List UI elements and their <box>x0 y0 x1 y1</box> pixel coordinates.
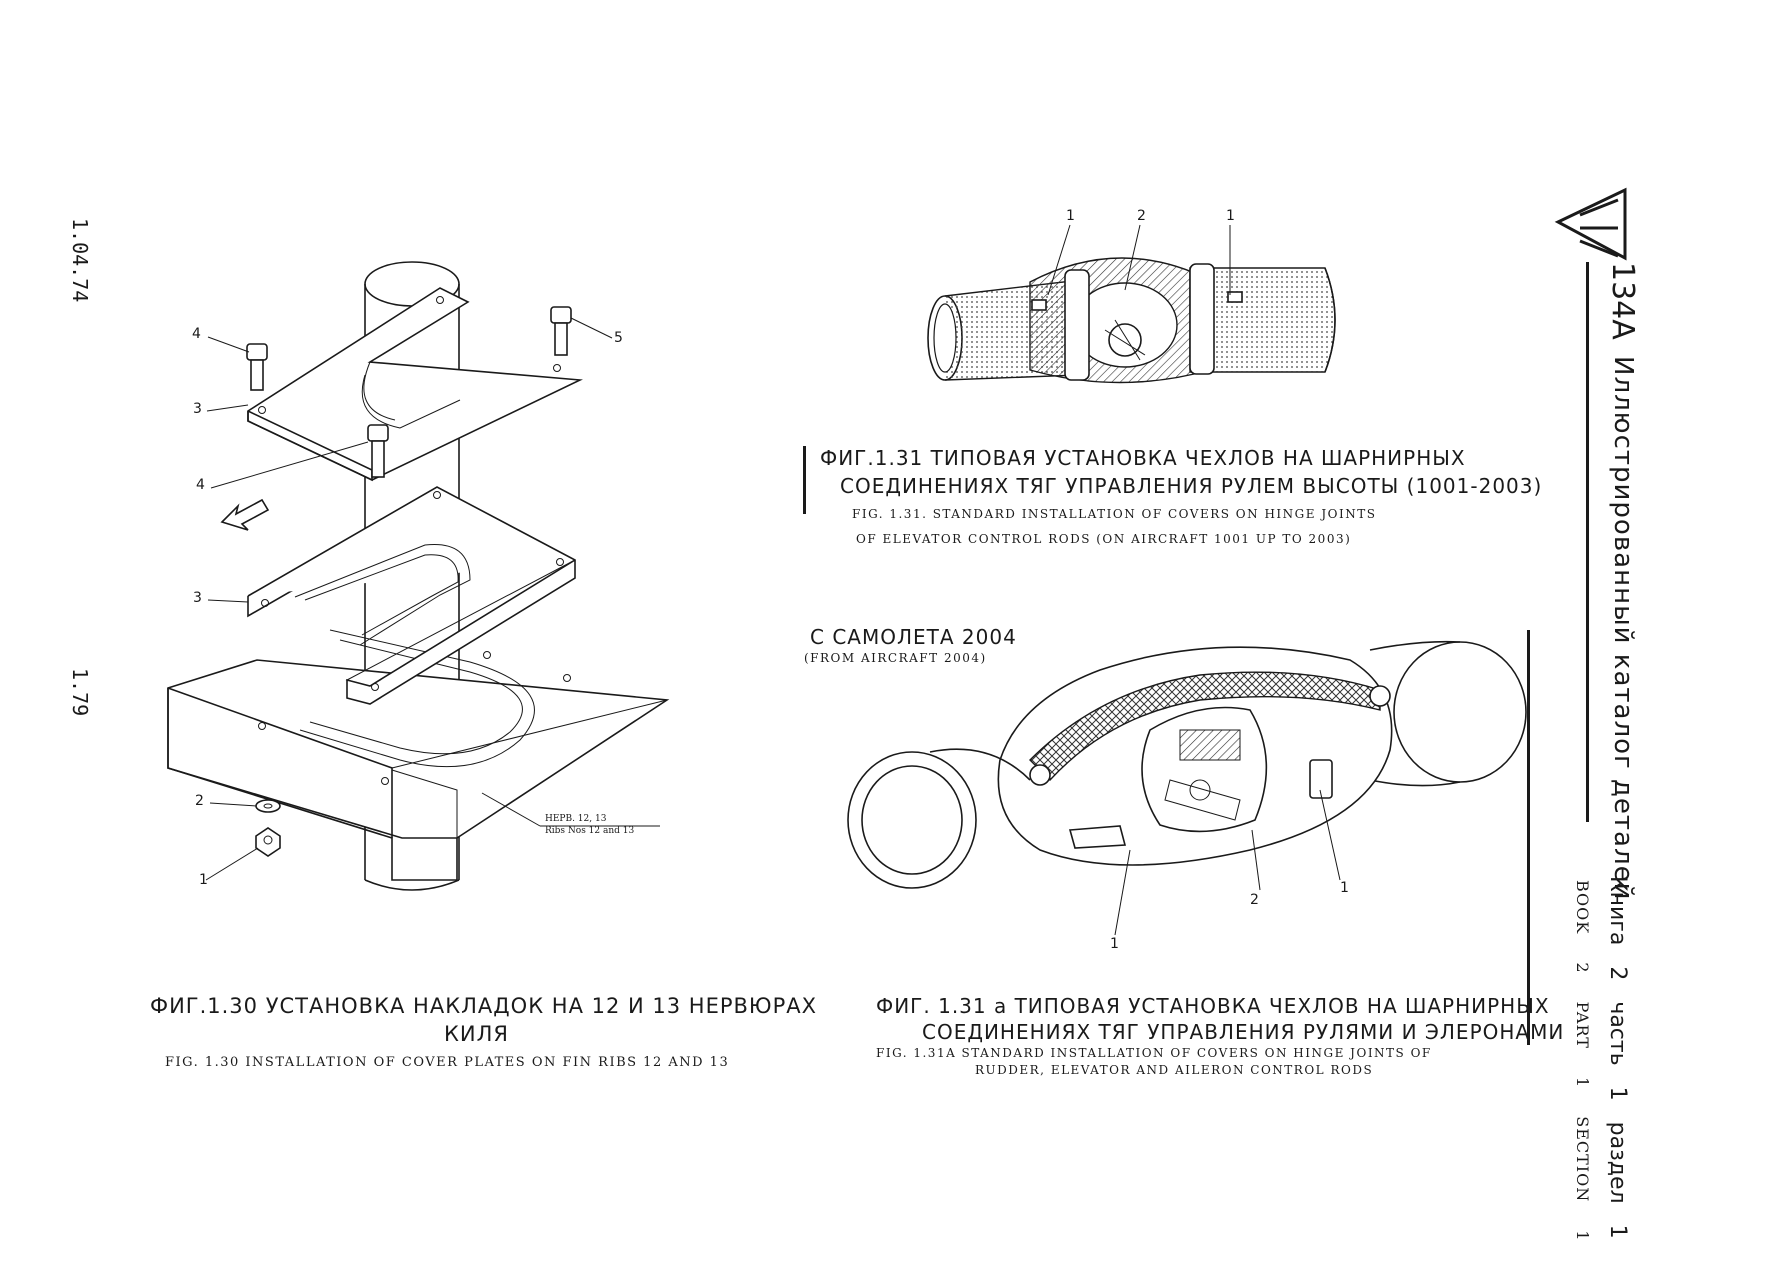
sidebar-book-en: BOOK 2 PART 1 SECTION 1 <box>1573 880 1592 1242</box>
fig130-callout-2: 2 <box>195 793 204 809</box>
sidebar-title-ru: Иллюстрированный каталог деталей <box>1608 356 1638 901</box>
fig131a-callout-1a: 1 <box>1340 880 1349 896</box>
fig131a-caption-ru-line1: ФИГ. 1.31 а ТИПОВАЯ УСТАНОВКА ЧЕХЛОВ НА … <box>876 994 1550 1018</box>
fig130-caption-ru-line2: КИЛЯ <box>444 1022 510 1046</box>
fig131a-caption-en-line1: FIG. 1.31a STANDARD INSTALLATION OF COVE… <box>876 1046 1432 1060</box>
sidebar-logo-text: 134A <box>1605 262 1640 340</box>
fig130-callout-3b: 3 <box>193 590 202 606</box>
fig130-caption-ru-line1: ФИГ.1.30 УСТАНОВКА НАКЛАДОК НА 12 И 13 Н… <box>150 994 818 1018</box>
fig131a-caption-en-line2: RUDDER, ELEVATOR AND AILERON CONTROL ROD… <box>975 1063 1374 1077</box>
revision-bar-fig131a <box>1527 630 1530 1045</box>
fig131-caption-en-line1: FIG. 1.31. STANDARD INSTALLATION OF COVE… <box>852 507 1377 521</box>
fig130-caption-en: FIG. 1.30 INSTALLATION OF COVER PLATES O… <box>165 1055 730 1070</box>
rudder-elevator-aileron-hinge-cover <box>847 640 1527 889</box>
fig130-callout-1: 1 <box>199 872 208 888</box>
fig131a-callout-1b: 1 <box>1110 936 1119 952</box>
bolt-4-center <box>367 424 389 478</box>
fig131a-header-ru: С САМОЛЕТА 2004 <box>810 625 1017 649</box>
fig131-caption-ru-line1: ФИГ.1.31 ТИПОВАЯ УСТАНОВКА ЧЕХЛОВ НА ШАР… <box>820 446 1466 470</box>
fig130-callout-5: 5 <box>614 330 623 346</box>
fig130-rib-note-ru: НЕРВ. 12, 13 <box>545 814 607 824</box>
fig130-callout-4b: 4 <box>196 477 205 493</box>
sidebar-book-ru: Книга 2 часть 1 раздел 1 <box>1605 876 1630 1239</box>
tu-logo-icon <box>1554 187 1627 261</box>
fig131-callout-1a: 1 <box>1066 208 1075 224</box>
washer <box>255 799 281 813</box>
revision-bar-fig131 <box>803 446 806 514</box>
bolt-5-right <box>550 306 572 356</box>
fin-rib-structure <box>167 629 670 881</box>
lower-cover-plate <box>247 486 577 705</box>
fig131a-header-en: (FROM AIRCRAFT 2004) <box>804 651 987 665</box>
fig130-rib-note-en: Ribs Nos 12 and 13 <box>545 826 635 836</box>
fig131a-callout-2: 2 <box>1250 892 1259 908</box>
bolt-4-left <box>246 343 268 391</box>
sidebar-divider <box>1586 262 1589 822</box>
nut <box>255 827 281 857</box>
fig131-caption-ru-line2: СОЕДИНЕНИЯХ ТЯГ УПРАВЛЕНИЯ РУЛЕМ ВЫСОТЫ … <box>840 474 1543 498</box>
fig131-callout-1b: 1 <box>1226 208 1235 224</box>
fig130-callout-4a: 4 <box>192 326 201 342</box>
forward-arrow-icon <box>220 498 270 531</box>
fig130-callout-3a: 3 <box>193 401 202 417</box>
fig131-callout-2: 2 <box>1137 208 1146 224</box>
fig131a-caption-ru-line2: СОЕДИНЕНИЯХ ТЯГ УПРАВЛЕНИЯ РУЛЯМИ И ЭЛЕР… <box>922 1020 1565 1044</box>
fig131-caption-en-line2: OF ELEVATOR CONTROL RODS (ON AIRCRAFT 10… <box>856 532 1352 546</box>
elevator-rod-hinge-cover <box>927 257 1336 384</box>
